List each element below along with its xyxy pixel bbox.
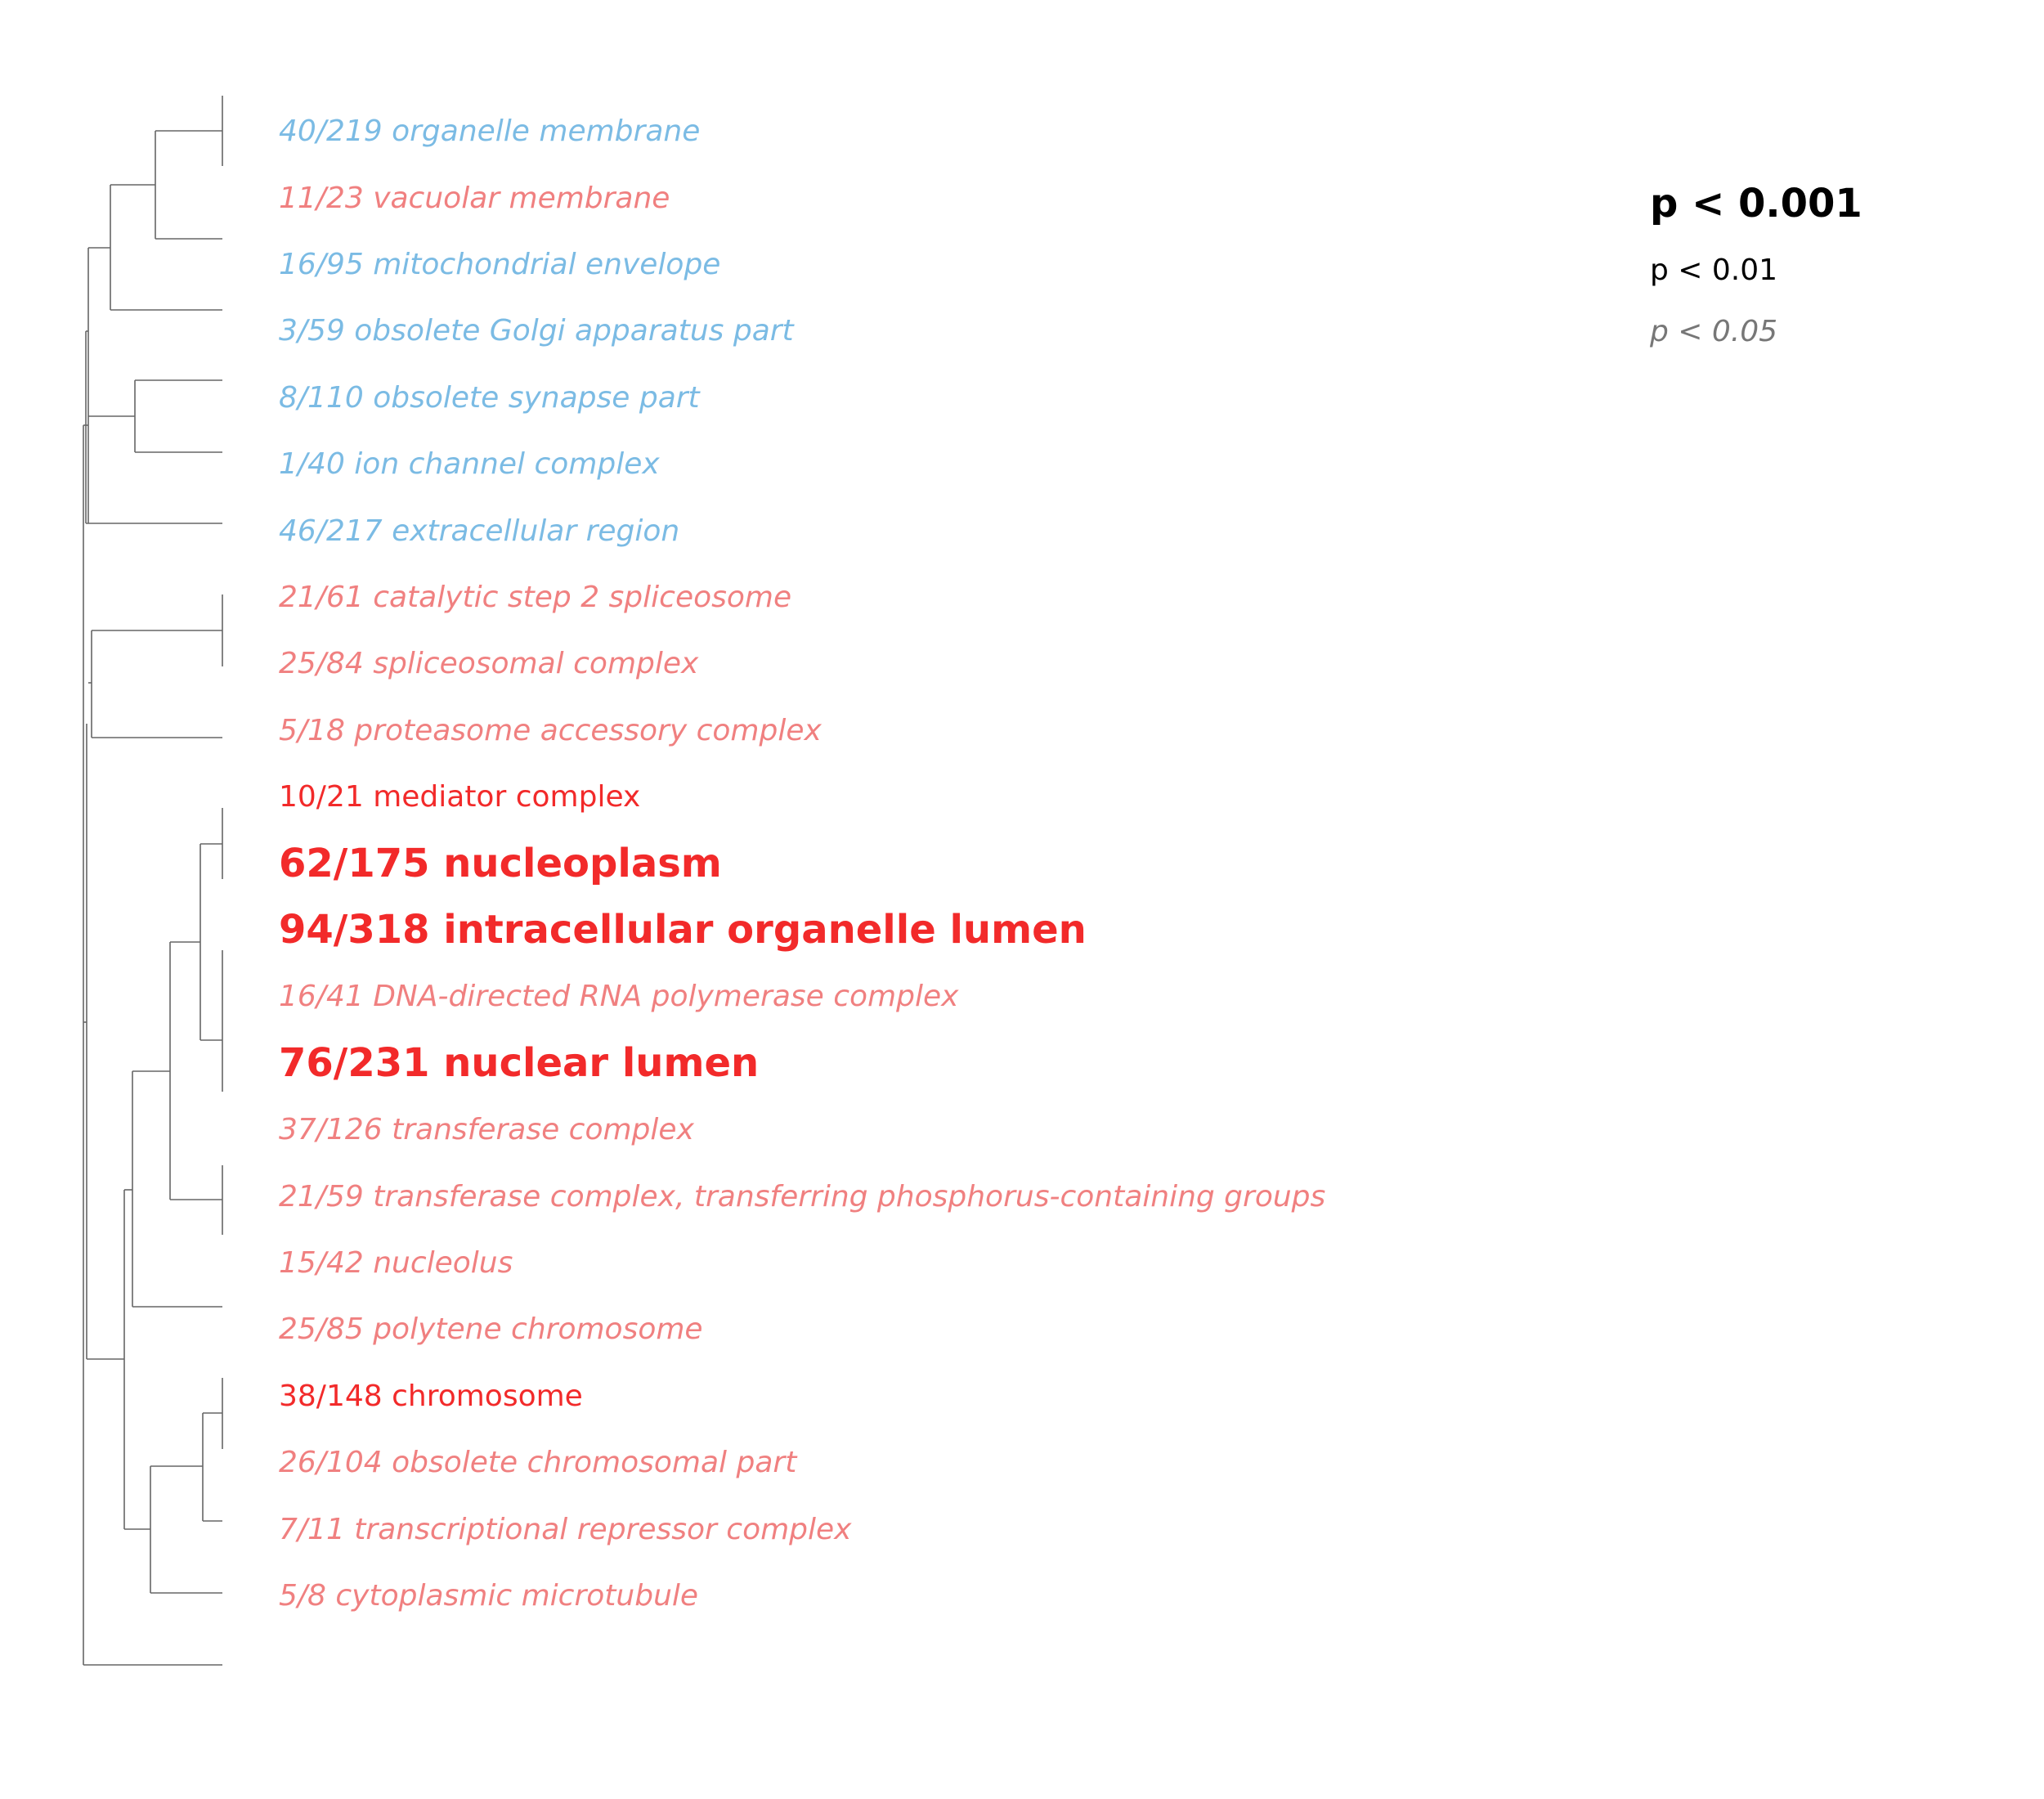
- term-label: 25/85 polytene chromosome: [279, 1312, 703, 1347]
- term-label: 5/8 cytoplasmic microtubule: [279, 1579, 699, 1613]
- term-label: 62/175 nucleoplasm: [279, 841, 722, 886]
- term-label: 76/231 nuclear lumen: [279, 1040, 760, 1087]
- term-label: 8/110 obsolete synapse part: [279, 380, 700, 415]
- term-label: 15/42 nucleolus: [279, 1246, 513, 1280]
- term-label: 1/40 ion channel complex: [279, 447, 660, 482]
- term-label: 40/219 organelle membrane: [279, 114, 701, 149]
- term-label: 5/18 proteasome accessory complex: [279, 713, 822, 747]
- term-label: 16/41 DNA-directed RNA polymerase comple…: [279, 980, 959, 1014]
- legend-p05: p < 0.05: [1650, 315, 1778, 348]
- term-label: 21/61 catalytic step 2 spliceosome: [279, 581, 792, 614]
- legend-p01: p < 0.01: [1650, 253, 1778, 287]
- term-label: 37/126 transferase complex: [279, 1113, 694, 1147]
- term-label: 21/59 transferase complex, transferring …: [279, 1179, 1326, 1214]
- term-label: 94/318 intracellular organelle lumen: [279, 907, 1087, 953]
- term-label: 16/95 mitochondrial envelope: [279, 248, 721, 281]
- dendrogram-tree: [83, 96, 223, 1666]
- term-label: 26/104 obsolete chromosomal part: [279, 1446, 797, 1480]
- term-label: 7/11 transcriptional repressor complex: [279, 1512, 852, 1546]
- legend-p001: p < 0.001: [1650, 181, 1862, 227]
- term-label: 46/217 extracellular region: [279, 514, 680, 548]
- term-label: 11/23 vacuolar membrane: [279, 181, 670, 215]
- term-label: 25/84 spliceosomal complex: [279, 647, 699, 681]
- term-label: 38/148 chromosome: [279, 1379, 583, 1413]
- term-label: 3/59 obsolete Golgi apparatus part: [279, 314, 794, 348]
- term-label: 10/21 mediator complex: [279, 780, 641, 814]
